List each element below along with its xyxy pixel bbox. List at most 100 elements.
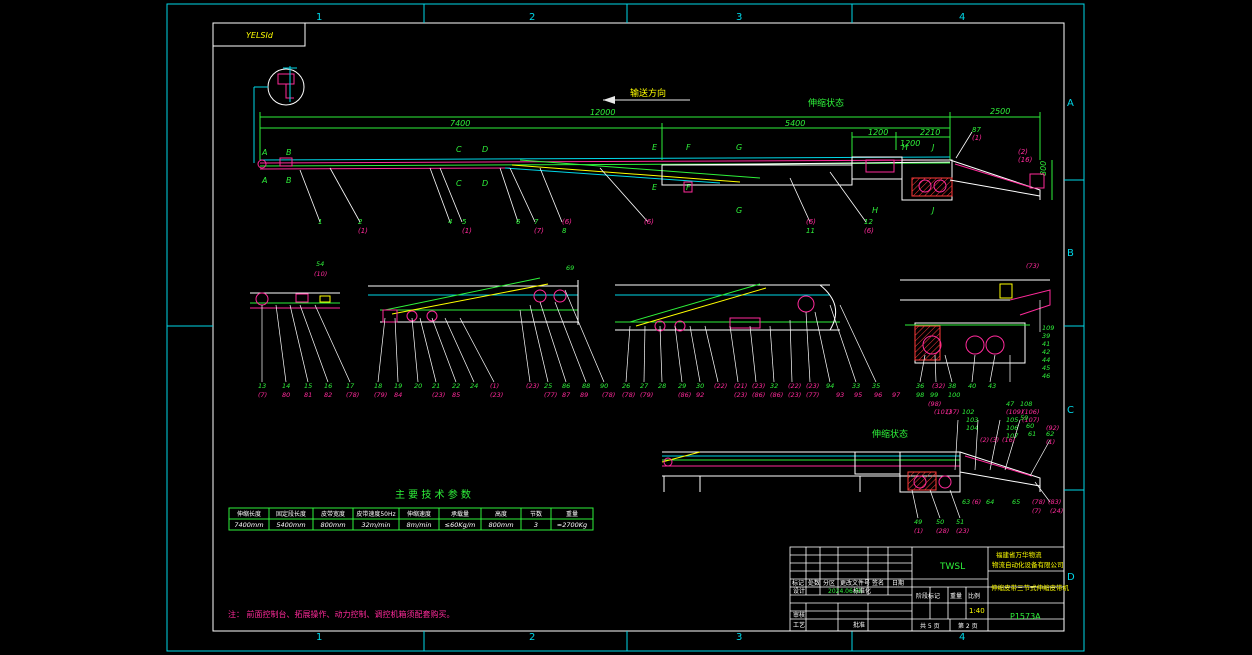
callout-label: 15 <box>304 382 312 390</box>
callout-label: 47 <box>1006 400 1015 408</box>
tb-col-header: 处数 <box>808 579 820 587</box>
grid-column-label: 3 <box>736 12 742 23</box>
tb-check-label: 审核 <box>793 611 805 619</box>
dim-d1: 1200 <box>868 128 888 137</box>
callout-label: 107 <box>1006 432 1019 440</box>
section-mark-f: F <box>686 143 691 152</box>
callout-label: 63 <box>962 498 970 506</box>
callout-label: (23) <box>432 391 445 399</box>
specs-value-cell: 800mm <box>488 521 513 529</box>
callout-label: 8 <box>562 227 567 235</box>
callout-label: (77) <box>544 391 557 399</box>
callout-label: (23) <box>788 391 801 399</box>
title-block <box>789 546 1065 632</box>
tb-col-header: 分区 <box>823 579 835 587</box>
tb-company-line2: 物流自动化设备有限公司 <box>992 560 1064 569</box>
callout-label: (2) <box>1018 148 1028 156</box>
callout-label: 106 <box>1006 424 1018 432</box>
drawing-note: 注： 前面控制台、拓展操作、动力控制、调控机箱须配套购买。 <box>228 609 455 619</box>
callout-label: 24 <box>470 382 478 390</box>
callout-label: (86) <box>678 391 691 399</box>
callout-label: (23) <box>490 391 503 399</box>
tb-drawing-no: P1573A <box>1010 612 1041 621</box>
callout-label: (6) <box>644 218 654 226</box>
callout-label: (78) <box>622 391 635 399</box>
tb-sheet-total: 共 5 页 <box>920 622 940 630</box>
specs-value-cell: 32m/min <box>361 521 390 529</box>
callout-label: 16 <box>324 382 332 390</box>
grid-row-label: A <box>1067 98 1074 109</box>
callout-label: 100 <box>948 391 960 399</box>
grid-row-label: C <box>1067 405 1074 416</box>
grid-column-label: 4 <box>959 632 965 643</box>
callout-label: (98) <box>928 400 941 408</box>
callout-label: 11 <box>806 227 815 235</box>
callout-label: (24) <box>1050 507 1063 515</box>
callout-label: (109) <box>1006 408 1023 416</box>
callout-label: 1 <box>318 218 322 226</box>
callout-label: 86 <box>562 382 570 390</box>
callout-label: 60 <box>1026 422 1034 430</box>
callout-label: 7 <box>534 218 539 226</box>
grid-column-label: 1 <box>316 632 322 643</box>
callout-label: 13 <box>258 382 266 390</box>
grid-row-label: B <box>1067 248 1074 259</box>
tb-process-label: 工艺 <box>793 621 805 629</box>
specs-title: 主 要 技 术 参 数 <box>395 488 471 501</box>
callout-label: 44 <box>1042 356 1050 364</box>
callout-label: (83) <box>1048 498 1061 506</box>
callout-label: (21) <box>734 382 747 390</box>
callout-label: 45 <box>1042 364 1050 372</box>
grid-column-label: 2 <box>529 632 535 643</box>
callout-label: (37) <box>946 408 959 416</box>
callout-label: (86) <box>770 391 783 399</box>
specs-header-cell: 伸缩速度 <box>407 510 431 518</box>
callout-label: 54 <box>316 260 324 268</box>
drawing-stamp: YELSId <box>246 31 274 40</box>
callout-label: 109 <box>1042 324 1054 332</box>
callout-label: 87 <box>972 126 981 134</box>
callout-label: 61 <box>1028 430 1036 438</box>
callout-label: (3) <box>990 436 999 444</box>
callout-label: (23) <box>752 382 765 390</box>
callout-label: 85 <box>452 391 460 399</box>
callout-label: (23) <box>956 527 969 535</box>
direction-label: 输送方向 <box>630 87 666 99</box>
drawing-frame <box>166 3 1085 652</box>
specs-header-cell: 承载量 <box>451 510 469 518</box>
specs-header-cell: 重量 <box>566 510 578 518</box>
tb-company-line1: 福建省万华物流 <box>996 550 1042 559</box>
specs-table: 伸缩长度7400mm固定段长度5400mm皮带宽度800mm皮带速度50Hz32… <box>228 507 594 531</box>
callout-label: (23) <box>526 382 539 390</box>
callout-label: (1) <box>914 527 923 535</box>
callout-label: 26 <box>622 382 630 390</box>
dim-total: 12000 <box>590 108 615 117</box>
section-mark-h: H <box>872 206 878 215</box>
callout-label: 27 <box>640 382 649 390</box>
section-mark-j: J <box>930 206 935 215</box>
callout-label: (32) <box>932 382 945 390</box>
callout-label: 98 <box>916 391 924 399</box>
dim-d3: 1200 <box>900 139 920 148</box>
section-detail-bubble <box>253 66 305 163</box>
section-mark-d: D <box>482 145 488 154</box>
tb-scale: 1:40 <box>969 607 985 615</box>
callout-label: 21 <box>432 382 440 390</box>
state-label-lower: 伸缩状态 <box>872 428 908 440</box>
dim-height: 800 <box>1039 161 1048 176</box>
callout-label: 92 <box>696 391 704 399</box>
grid-column-label: 2 <box>529 12 535 23</box>
callout-label: 89 <box>580 391 588 399</box>
dim-middle: 5400 <box>785 119 805 128</box>
section-mark-f: F <box>686 183 691 192</box>
callout-label: 6 <box>516 218 521 226</box>
callout-label: (7) <box>534 227 544 235</box>
callout-label: 69 <box>566 264 574 272</box>
callout-label: 87 <box>562 391 571 399</box>
callout-label: (1) <box>972 134 982 142</box>
callout-label: 49 <box>914 518 922 526</box>
specs-header-cell: 皮带宽度 <box>321 510 345 518</box>
specs-value-cell: 7400mm <box>234 521 263 529</box>
specs-value-cell: 800mm <box>320 521 345 529</box>
